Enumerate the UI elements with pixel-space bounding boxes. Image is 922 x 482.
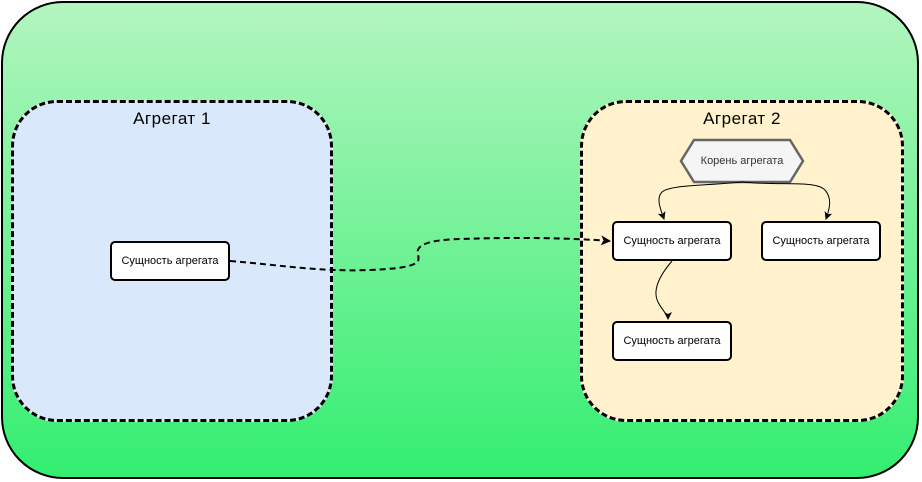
- entity-aggregate-2-left: Сущность агрегата: [612, 221, 732, 261]
- entity-aggregate-2-right: Сущность агрегата: [761, 221, 881, 261]
- aggregate-2-title: Агрегат 2: [703, 109, 781, 128]
- entity-aggregate-2-bottom: Сущность агрегата: [612, 321, 732, 361]
- aggregate-1-title: Агрегат 1: [133, 109, 211, 128]
- aggregate-root-label: Корень агрегата: [700, 155, 784, 167]
- entity-aggregate-1: Сущность агрегата: [110, 241, 230, 281]
